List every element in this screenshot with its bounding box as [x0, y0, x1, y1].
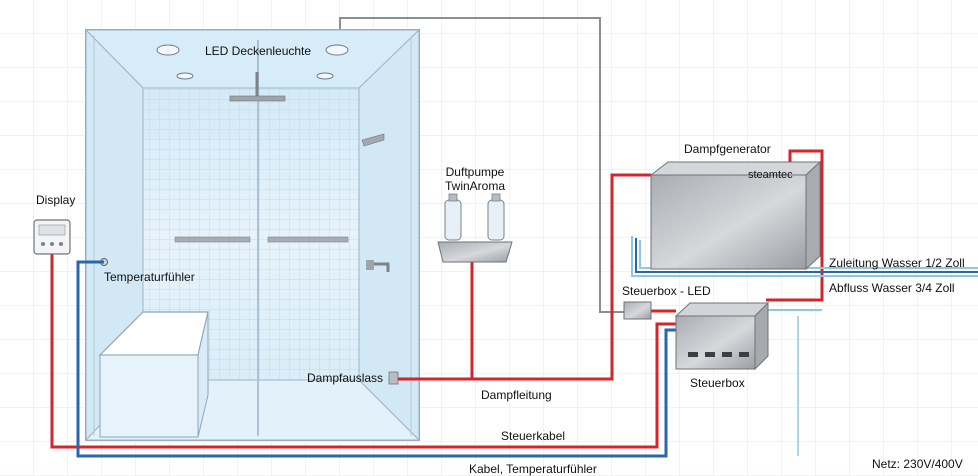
control-cable — [50, 254, 676, 449]
water-inlet-pipe — [639, 240, 978, 269]
ceiling-light — [316, 72, 334, 80]
control-box — [674, 301, 770, 371]
hand-shower-icon — [361, 133, 385, 147]
led-control-box — [623, 301, 652, 320]
steam-outlet-nozzle — [388, 371, 399, 385]
display-panel — [33, 219, 71, 255]
steam-generator-label: Dampfgenerator — [684, 142, 771, 156]
steam-generator — [649, 160, 822, 271]
steam-outlet-label: Dampfauslass — [307, 371, 384, 385]
water-inlet-pipe-inner — [635, 238, 978, 273]
control-box-label: Steuerbox — [690, 376, 745, 390]
steam-line-label: Dampfleitung — [481, 388, 552, 402]
ceiling-light — [156, 44, 180, 56]
ceiling-light — [325, 44, 349, 56]
wiring — [50, 17, 978, 458]
power-label: Netz: 230V/400V — [872, 457, 963, 471]
led-signal-cable — [339, 17, 624, 313]
aroma-pump-label-line2: TwinAroma — [444, 179, 506, 193]
shower-cabin — [84, 28, 421, 442]
control-box-led-label: Steuerbox - LED — [622, 284, 711, 298]
mixer-tap-icon — [366, 260, 390, 272]
bench — [98, 311, 209, 438]
generator-power-line — [766, 149, 824, 302]
sensor-cable-label: Kabel, Temperaturfühler — [469, 462, 597, 476]
ceiling-light-label: LED Deckenleuchte — [205, 44, 312, 58]
aroma-pump — [437, 193, 513, 263]
shower-head-icon — [229, 72, 286, 102]
water-drain-label: Abfluss Wasser 3/4 Zoll — [829, 281, 955, 295]
control-cable-label: Steuerkabel — [501, 429, 566, 443]
temperature-sensor-cable — [76, 260, 676, 458]
steam-line — [398, 173, 651, 381]
display-label: Display — [36, 193, 76, 207]
temperature-sensor-label: Temperaturfühler — [104, 270, 195, 284]
aroma-pump-label-line1: Duftpumpe — [445, 165, 505, 179]
water-drain-pipe — [631, 236, 978, 277]
brand-logo-text: steamtec — [748, 169, 793, 181]
water-inlet-label: Zuleitung Wasser 1/2 Zoll — [829, 256, 965, 270]
ceiling-light — [176, 72, 194, 80]
